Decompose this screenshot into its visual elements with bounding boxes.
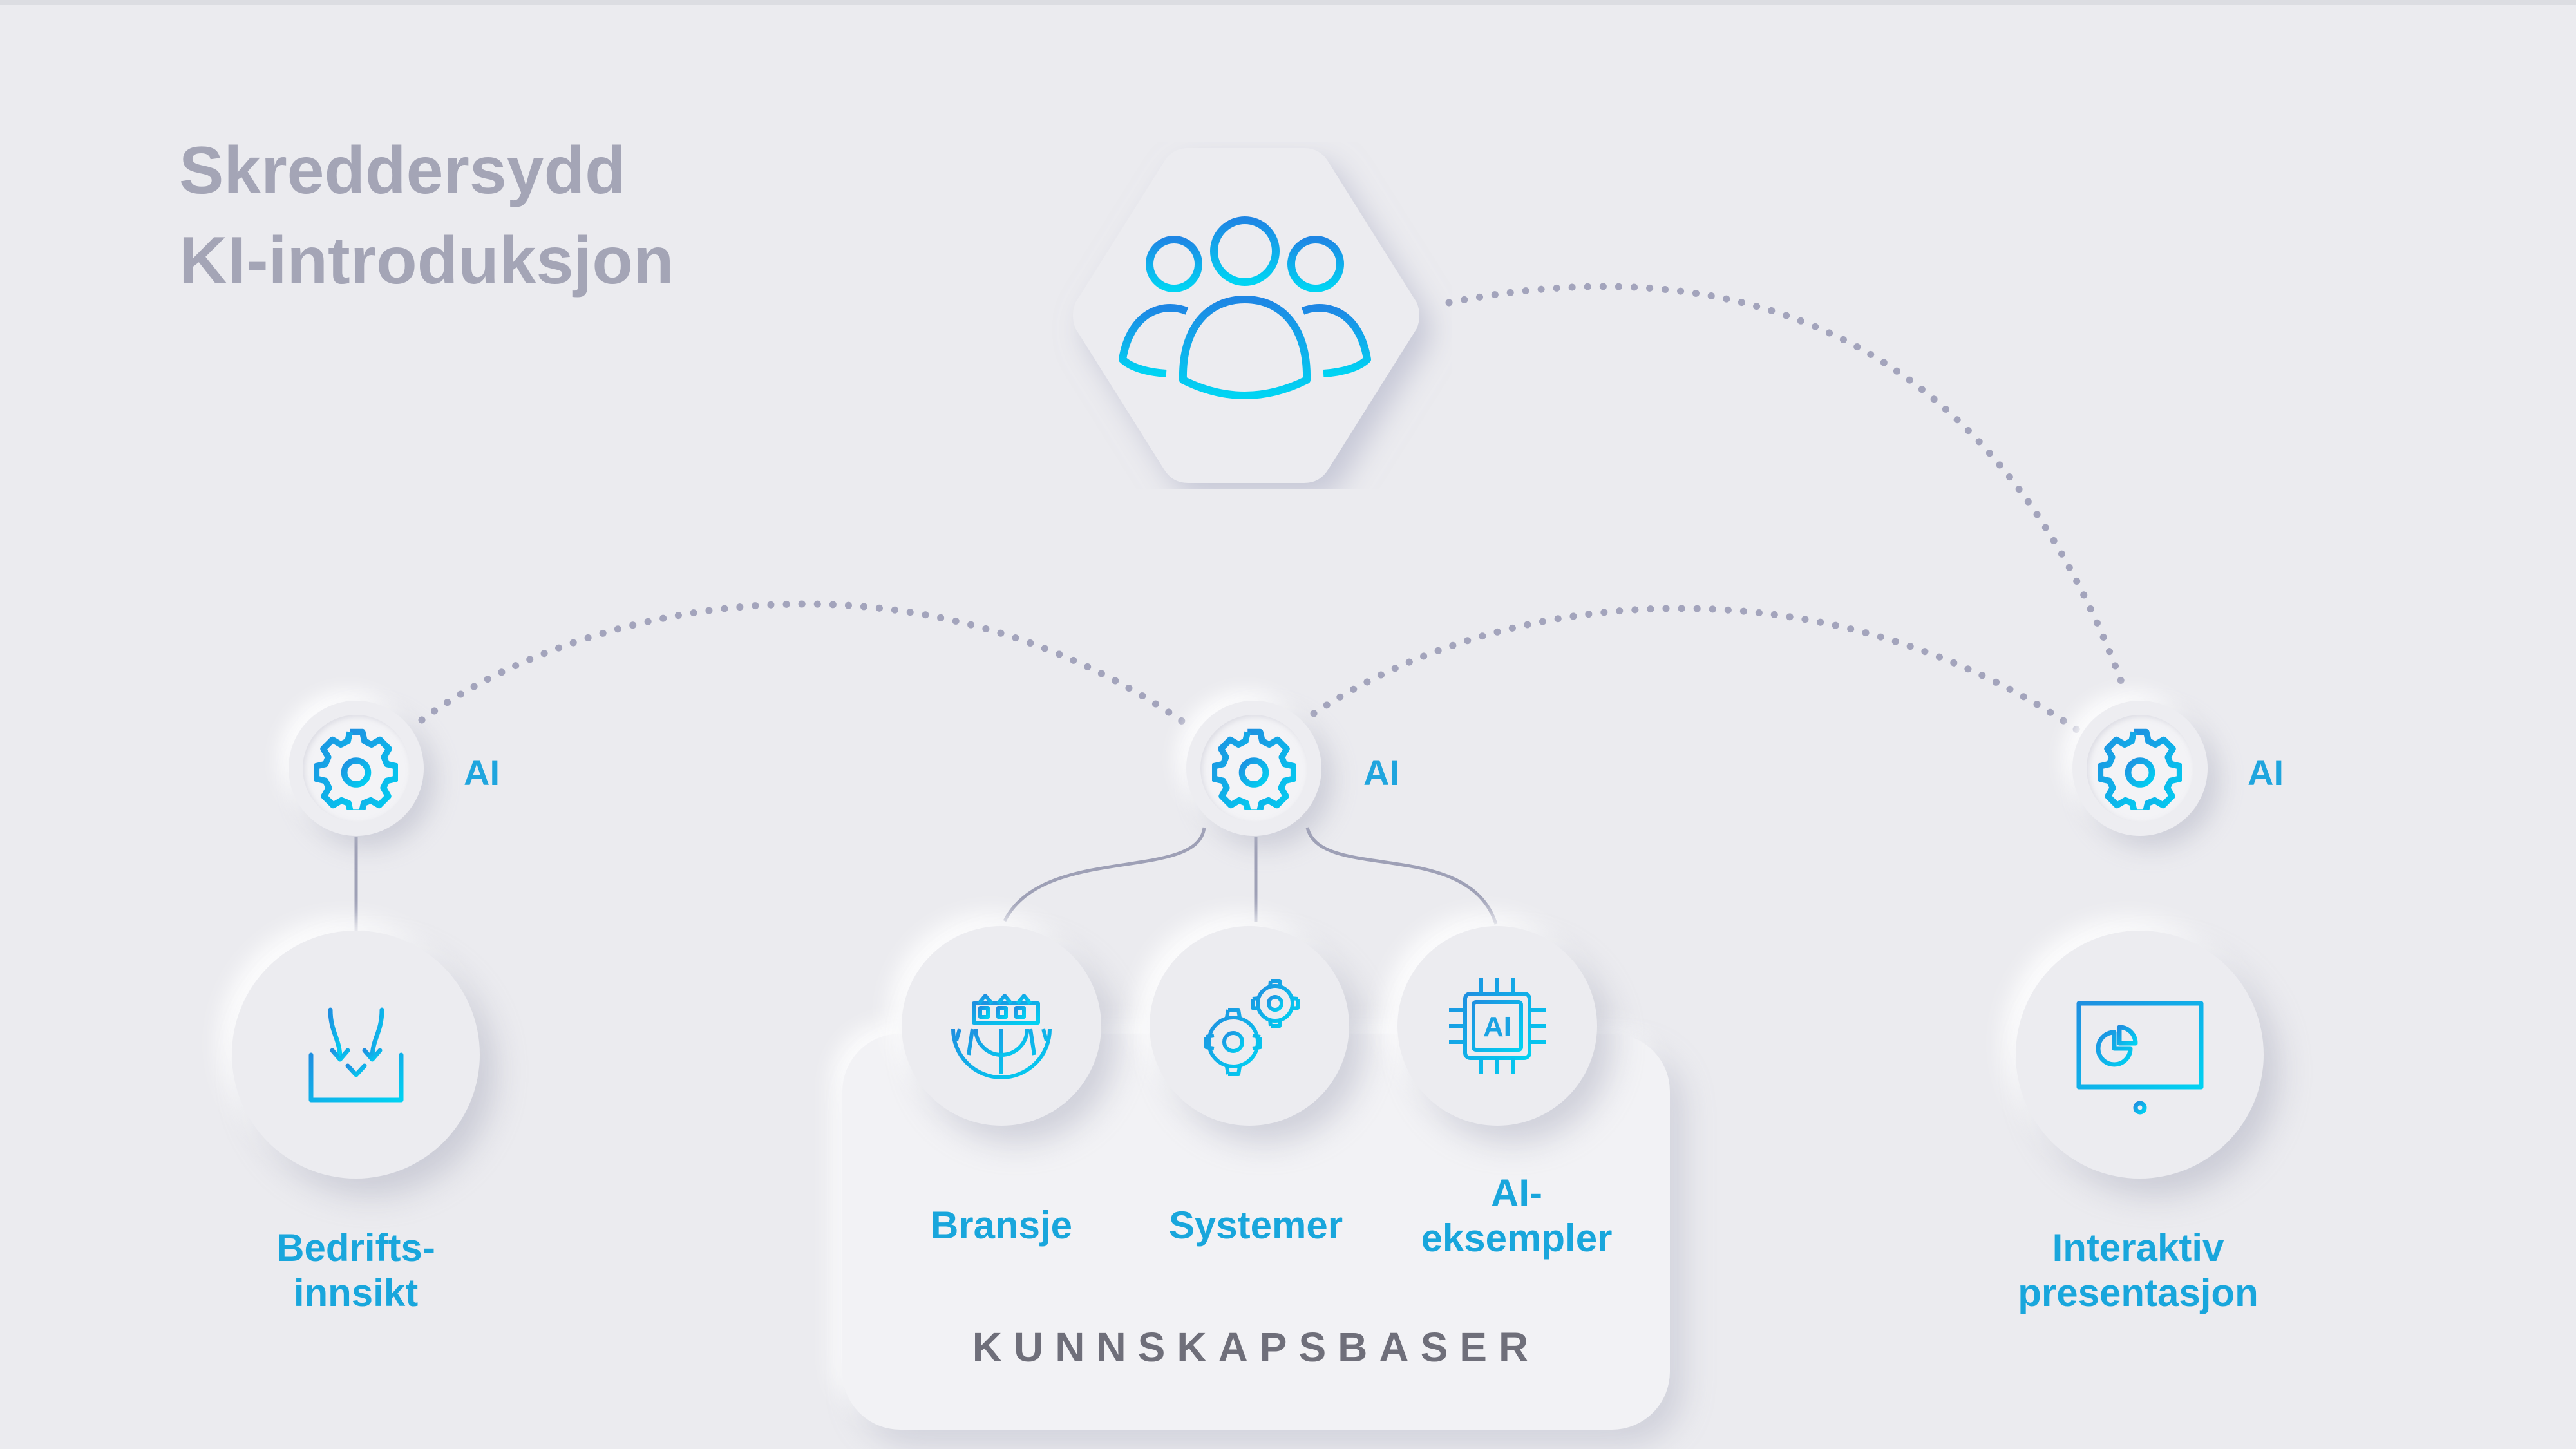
page-title-line2: KI-introduksjon bbox=[179, 223, 674, 298]
node-bedriftsinnsikt[interactable] bbox=[232, 931, 480, 1179]
ai-chip-icon: AI bbox=[1449, 978, 1546, 1074]
ai-hub-right[interactable] bbox=[2072, 701, 2208, 836]
ai-label-right: AI bbox=[2248, 752, 2284, 793]
ai-label-center: AI bbox=[1363, 752, 1399, 793]
audience-hexagon bbox=[1034, 142, 1452, 489]
top-border bbox=[0, 0, 2576, 5]
dotted-arc-left bbox=[418, 600, 1195, 732]
ai-chip-text: AI bbox=[1483, 1011, 1511, 1043]
label-ai-eksempler: AI- eksempler bbox=[1421, 1171, 1613, 1260]
presentation-board-icon bbox=[2070, 1001, 2210, 1114]
inbox-arrows-icon bbox=[308, 1004, 403, 1102]
gear-icon bbox=[314, 728, 398, 810]
connector-to-ai-eksempler bbox=[1305, 827, 1498, 925]
dotted-arc-top bbox=[1445, 283, 2129, 696]
dotted-arc-right bbox=[1310, 605, 2087, 738]
connector-to-bransje bbox=[1003, 827, 1206, 922]
label-systemer: Systemer bbox=[1168, 1204, 1343, 1247]
node-ai-eksempler[interactable]: AI bbox=[1397, 926, 1597, 1126]
label-interaktiv-presentasjon: Interaktiv presentasjon bbox=[2018, 1226, 2259, 1314]
label-bedriftsinnsikt: Bedrifts- innsikt bbox=[276, 1226, 435, 1314]
node-systemer[interactable] bbox=[1150, 926, 1349, 1126]
gears-icon bbox=[1204, 979, 1300, 1076]
page-title-line1: Skreddersydd bbox=[179, 133, 626, 208]
gear-icon bbox=[2098, 728, 2182, 810]
ai-hub-left[interactable] bbox=[289, 701, 424, 836]
node-bransje[interactable] bbox=[902, 926, 1101, 1126]
people-group-icon bbox=[1119, 216, 1371, 399]
ai-label-left: AI bbox=[464, 752, 500, 793]
hexagon-shape bbox=[1073, 148, 1419, 483]
page-title: Skreddersydd KI-introduksjon bbox=[179, 126, 674, 306]
label-bransje: Bransje bbox=[930, 1204, 1073, 1247]
knowledge-base-title: KUNNSKAPSBASER bbox=[972, 1324, 1540, 1370]
ai-hub-center[interactable] bbox=[1186, 701, 1321, 836]
node-interaktiv-presentasjon[interactable] bbox=[2016, 931, 2264, 1179]
gear-icon bbox=[1212, 728, 1296, 810]
factory-gear-icon bbox=[950, 984, 1053, 1079]
